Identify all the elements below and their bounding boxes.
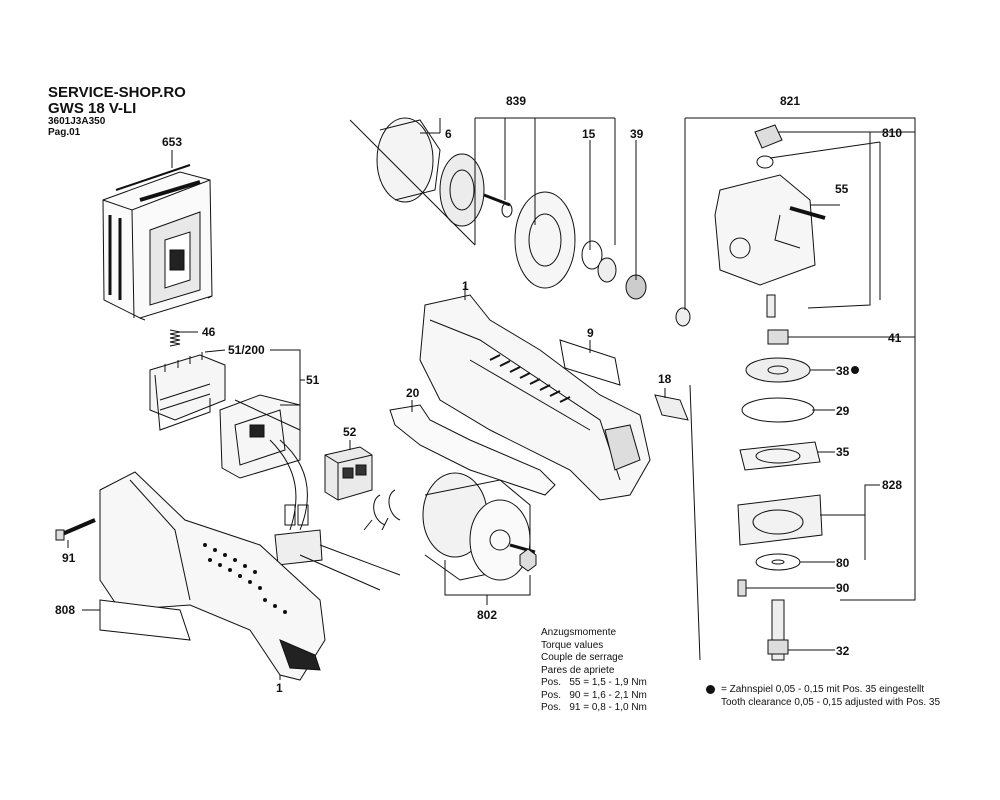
strip-20	[389, 404, 556, 496]
label-39: 39	[630, 127, 644, 141]
label-91: 91	[62, 551, 76, 565]
bullet-dot-icon	[706, 685, 715, 694]
label-821: 821	[780, 94, 800, 108]
torque-title-ro: Pares de apriete	[541, 664, 615, 676]
label-20: 20	[406, 386, 420, 400]
leader-lines	[67, 117, 916, 680]
label-6: 6	[445, 127, 452, 141]
model-code: 3601J3A350	[48, 116, 106, 127]
button-18	[654, 394, 689, 421]
battery-pack-drawing	[102, 164, 213, 321]
torque-row: Pos. 55 = 1,5 - 1,9 Nm	[541, 677, 647, 688]
shop-title: SERVICE-SHOP.RO	[48, 84, 186, 101]
switch-52-drawing	[324, 446, 373, 501]
label-1-top: 1	[462, 279, 469, 293]
label-90: 90	[836, 581, 850, 595]
torque-title-en: Torque values	[541, 639, 604, 651]
tooth-note-de: = Zahnspiel 0,05 - 0,15 mit Pos. 35 eing…	[721, 684, 925, 695]
right-column-parts	[737, 329, 823, 661]
screw-91	[55, 518, 96, 541]
motor-drawing	[363, 472, 537, 581]
label-18: 18	[658, 372, 672, 386]
label-802: 802	[477, 608, 497, 622]
torque-values-note: Anzugsmomente Torque values Couple de se…	[541, 627, 741, 715]
label-52: 52	[343, 425, 357, 439]
label-55: 55	[835, 182, 849, 196]
label-51: 51	[306, 373, 320, 387]
tooth-note-en: Tooth clearance 0,05 - 0,15 adjusted wit…	[721, 696, 941, 708]
torque-title-de: Anzugsmomente	[541, 627, 617, 638]
label-15: 15	[582, 127, 596, 141]
part-labels: 653 839 821 6 15 39 810 55 1 46 51/200 5…	[55, 94, 902, 695]
label-1-bottom: 1	[276, 681, 283, 695]
terminal-block-drawing	[149, 352, 323, 566]
main-housing-drawing	[419, 294, 651, 501]
label-38: 38	[836, 364, 850, 378]
torque-row: Pos. 90 = 1,6 - 2,1 Nm	[541, 689, 647, 701]
label-839: 839	[506, 94, 526, 108]
label-46: 46	[202, 325, 216, 339]
handle-shell-drawing	[99, 471, 326, 681]
tooth-clearance-marker-icon	[851, 366, 859, 374]
label-828: 828	[882, 478, 902, 492]
label-653: 653	[162, 135, 182, 149]
label-80: 80	[836, 556, 850, 570]
label-9	[559, 339, 621, 386]
gear-head-drawing	[675, 124, 826, 327]
label-41: 41	[888, 331, 902, 345]
label-51-200: 51/200	[228, 343, 265, 357]
label-808: 808	[55, 603, 75, 617]
label-32: 32	[836, 644, 850, 658]
tooth-clearance-note: = Zahnspiel 0,05 - 0,15 mit Pos. 35 eing…	[706, 684, 940, 709]
label-29: 29	[836, 404, 850, 418]
label-810: 810	[882, 126, 902, 140]
model-title: GWS 18 V-LI	[48, 100, 137, 117]
page-number: Pag.01	[48, 127, 81, 138]
spring-46	[169, 329, 181, 347]
fan-and-rotor-drawing	[376, 117, 647, 300]
label-9: 9	[587, 326, 594, 340]
torque-row: Pos. 91 = 0,8 - 1,0 Nm	[541, 702, 647, 713]
torque-title-fr: Couple de serrage	[541, 652, 624, 663]
label-35: 35	[836, 445, 850, 459]
